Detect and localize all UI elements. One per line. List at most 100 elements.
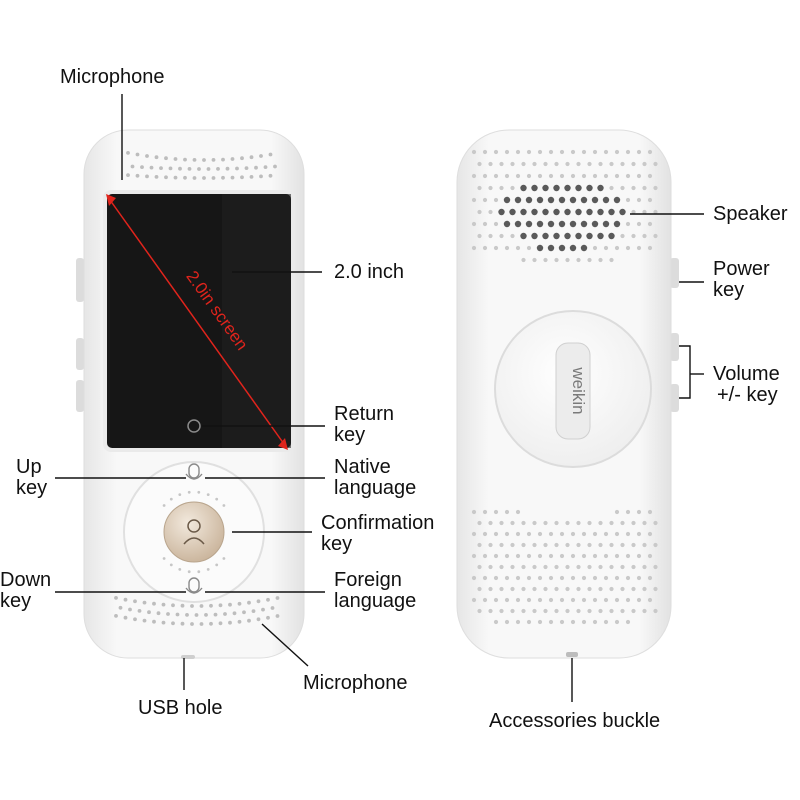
- grille-hole: [488, 586, 493, 592]
- grille-hole: [558, 196, 566, 204]
- grille-hole: [602, 220, 610, 228]
- grille-hole: [133, 617, 137, 622]
- grille-hole: [509, 208, 516, 216]
- grille-hole: [504, 531, 510, 537]
- grille-hole: [586, 184, 593, 192]
- grille-hole: [510, 542, 515, 548]
- grille-hole: [499, 586, 504, 592]
- grille-hole: [242, 610, 246, 615]
- grille-hole: [222, 557, 226, 560]
- grille-hole: [249, 155, 254, 160]
- grille-hole: [197, 490, 201, 494]
- grille-hole: [232, 611, 237, 616]
- grille-hole: [598, 257, 603, 263]
- grille-hole: [591, 220, 599, 228]
- grille-hole: [488, 185, 493, 191]
- grille-hole: [614, 149, 620, 155]
- grille-hole: [537, 553, 543, 559]
- grille-hole: [565, 608, 570, 614]
- grille-hole: [598, 520, 603, 526]
- grille-hole: [554, 520, 559, 526]
- grille-hole: [619, 208, 626, 216]
- grille-hole: [554, 586, 559, 592]
- grille-hole: [493, 197, 499, 203]
- grille-hole: [270, 606, 275, 610]
- grille-hole: [581, 531, 587, 537]
- grille-hole: [493, 597, 499, 603]
- grille-hole: [254, 165, 258, 170]
- grille-hole: [256, 617, 261, 622]
- grille-hole: [135, 152, 140, 157]
- grille-hole: [609, 161, 614, 167]
- grille-hole: [653, 608, 658, 614]
- grille-hole: [569, 196, 577, 204]
- grille-hole: [526, 245, 532, 251]
- grille-hole: [218, 621, 223, 626]
- grille-hole: [526, 149, 532, 155]
- grille-hole: [471, 531, 477, 537]
- grille-hole: [202, 158, 206, 162]
- label-volume-key: Volume +/- key: [713, 364, 780, 406]
- grille-hole: [653, 233, 658, 239]
- grille-hole: [570, 597, 576, 603]
- grille-hole: [515, 509, 521, 515]
- grille-hole: [620, 520, 625, 526]
- grille-hole: [559, 553, 565, 559]
- grille-hole: [548, 597, 554, 603]
- grille-hole: [128, 607, 132, 612]
- grille-hole: [493, 245, 499, 251]
- grille-hole: [126, 151, 130, 155]
- grille-hole: [647, 553, 653, 559]
- grille-hole: [171, 603, 175, 608]
- grille-hole: [548, 619, 554, 625]
- grille-hole: [145, 154, 149, 158]
- grille-hole: [636, 149, 642, 155]
- grille-hole: [548, 149, 554, 155]
- grille-hole: [493, 509, 499, 515]
- grille-hole: [653, 161, 658, 167]
- grille-hole: [499, 233, 504, 239]
- grille-hole: [625, 597, 631, 603]
- grille-hole: [565, 257, 570, 263]
- grille-hole: [620, 542, 625, 548]
- grille-hole: [493, 553, 499, 559]
- label-microphone-top: Microphone: [60, 66, 165, 88]
- grille-hole: [215, 563, 219, 567]
- grille-hole: [537, 619, 543, 625]
- grille-hole: [609, 608, 614, 614]
- grille-hole: [636, 531, 642, 537]
- grille-hole: [477, 564, 482, 570]
- back-bottom-grille: [471, 509, 658, 625]
- grille-hole: [187, 570, 191, 574]
- grille-hole: [154, 175, 159, 179]
- grille-hole: [504, 245, 510, 251]
- grille-hole: [542, 208, 549, 216]
- grille-hole: [482, 245, 488, 251]
- grille-hole: [642, 564, 647, 570]
- grille-hole: [597, 232, 604, 240]
- usb-port: [181, 655, 195, 659]
- grille-hole: [558, 244, 566, 252]
- grille-hole: [488, 161, 493, 167]
- grille-hole: [482, 597, 488, 603]
- grille-hole: [216, 167, 220, 171]
- grille-hole: [171, 621, 175, 626]
- grille-hole: [515, 245, 521, 251]
- grille-hole: [187, 167, 192, 171]
- grille-hole: [547, 220, 555, 228]
- grille-hole: [261, 607, 265, 612]
- grille-hole: [268, 173, 273, 178]
- grille-hole: [548, 173, 554, 179]
- label-line: language: [334, 477, 417, 499]
- grille-hole: [482, 509, 488, 515]
- grille-hole: [553, 184, 560, 192]
- grille-hole: [510, 564, 515, 570]
- grille-hole: [609, 564, 614, 570]
- grille-hole: [230, 175, 235, 180]
- grille-hole: [471, 197, 477, 203]
- grille-hole: [237, 619, 242, 624]
- label-line: Native: [334, 456, 391, 478]
- grille-hole: [199, 622, 204, 626]
- accessories-buckle: [566, 652, 578, 657]
- grille-hole: [536, 196, 544, 204]
